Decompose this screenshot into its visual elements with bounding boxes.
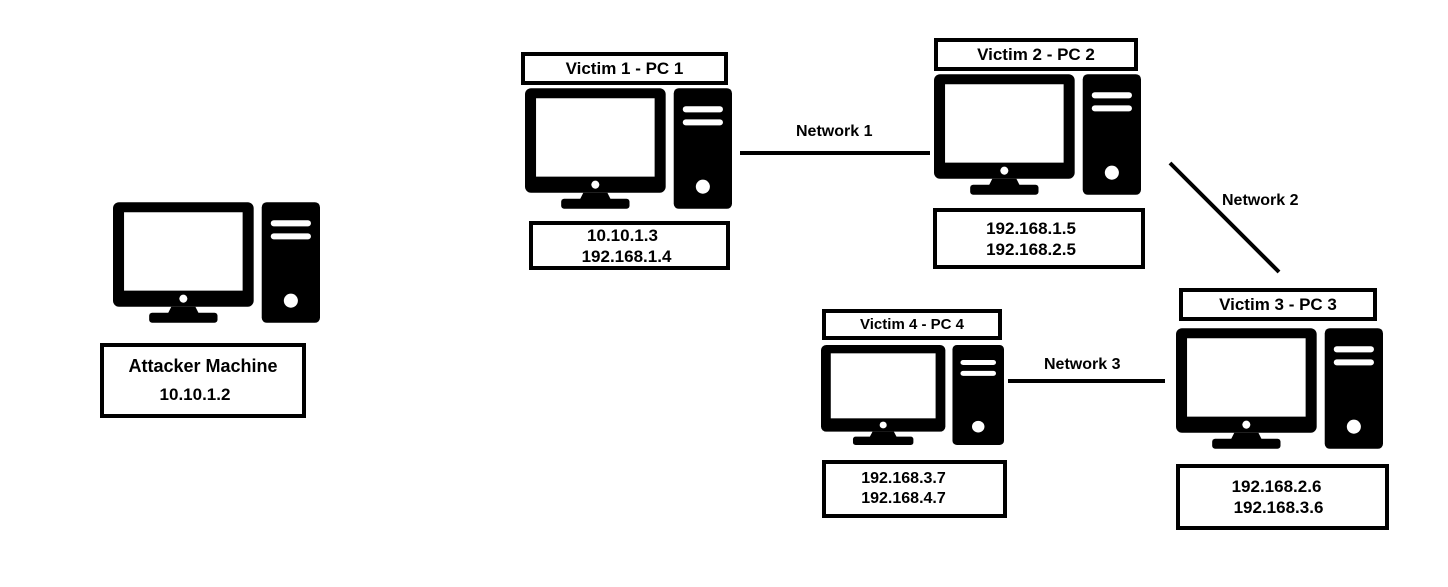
network-2-label: Network 2	[1222, 192, 1299, 209]
victim-1-ip-2: 192.168.1.4	[581, 246, 672, 266]
attacker-computer-icon	[113, 202, 320, 323]
victim-2-title: Victim 2 - PC 2	[977, 44, 1095, 64]
victim-3-ip-2: 192.168.3.6	[1233, 498, 1324, 517]
victim-4-title: Victim 4 - PC 4	[860, 315, 964, 333]
victim-1-title: Victim 1 - PC 1	[565, 58, 684, 78]
victim-3-computer-icon	[1176, 328, 1383, 449]
victim-1-title-box: Victim 1 - PC 1	[521, 52, 728, 85]
victim-1-ip-1: 10.10.1.3	[587, 225, 658, 245]
network-2-link	[1168, 161, 1281, 274]
victim-2-ip-1: 192.168.1.5	[986, 218, 1076, 238]
victim-4-computer-icon	[821, 345, 1004, 445]
victim-4-title-box: Victim 4 - PC 4	[822, 309, 1002, 340]
victim-2-ip-box: 192.168.1.5 192.168.2.5	[933, 208, 1145, 269]
victim-3-ip-box: 192.168.2.6 192.168.3.6	[1176, 464, 1389, 530]
victim-2-title-box: Victim 2 - PC 2	[934, 38, 1138, 71]
attacker-ip: 10.10.1.2	[159, 385, 231, 404]
victim-3-title: Victim 3 - PC 3	[1219, 294, 1337, 314]
network-1-label: Network 1	[796, 123, 873, 140]
victim-4-ip-1: 192.168.3.7	[861, 470, 946, 487]
victim-3-title-box: Victim 3 - PC 3	[1179, 288, 1377, 321]
network-3-label: Network 3	[1044, 356, 1121, 373]
victim-2-ip-2: 192.168.2.5	[986, 239, 1076, 259]
victim-1-ip-box: 10.10.1.3 192.168.1.4	[529, 221, 730, 270]
victim-2-computer-icon	[934, 74, 1141, 195]
attacker-title: Attacker Machine	[128, 356, 278, 376]
victim-1-computer-icon	[525, 88, 732, 209]
victim-4-ip-2: 192.168.4.7	[861, 490, 946, 507]
victim-3-ip-1: 192.168.2.6	[1231, 477, 1322, 496]
attacker-info-box: Attacker Machine 10.10.1.2	[100, 343, 306, 418]
victim-4-ip-box: 192.168.3.7 192.168.4.7	[822, 460, 1007, 518]
